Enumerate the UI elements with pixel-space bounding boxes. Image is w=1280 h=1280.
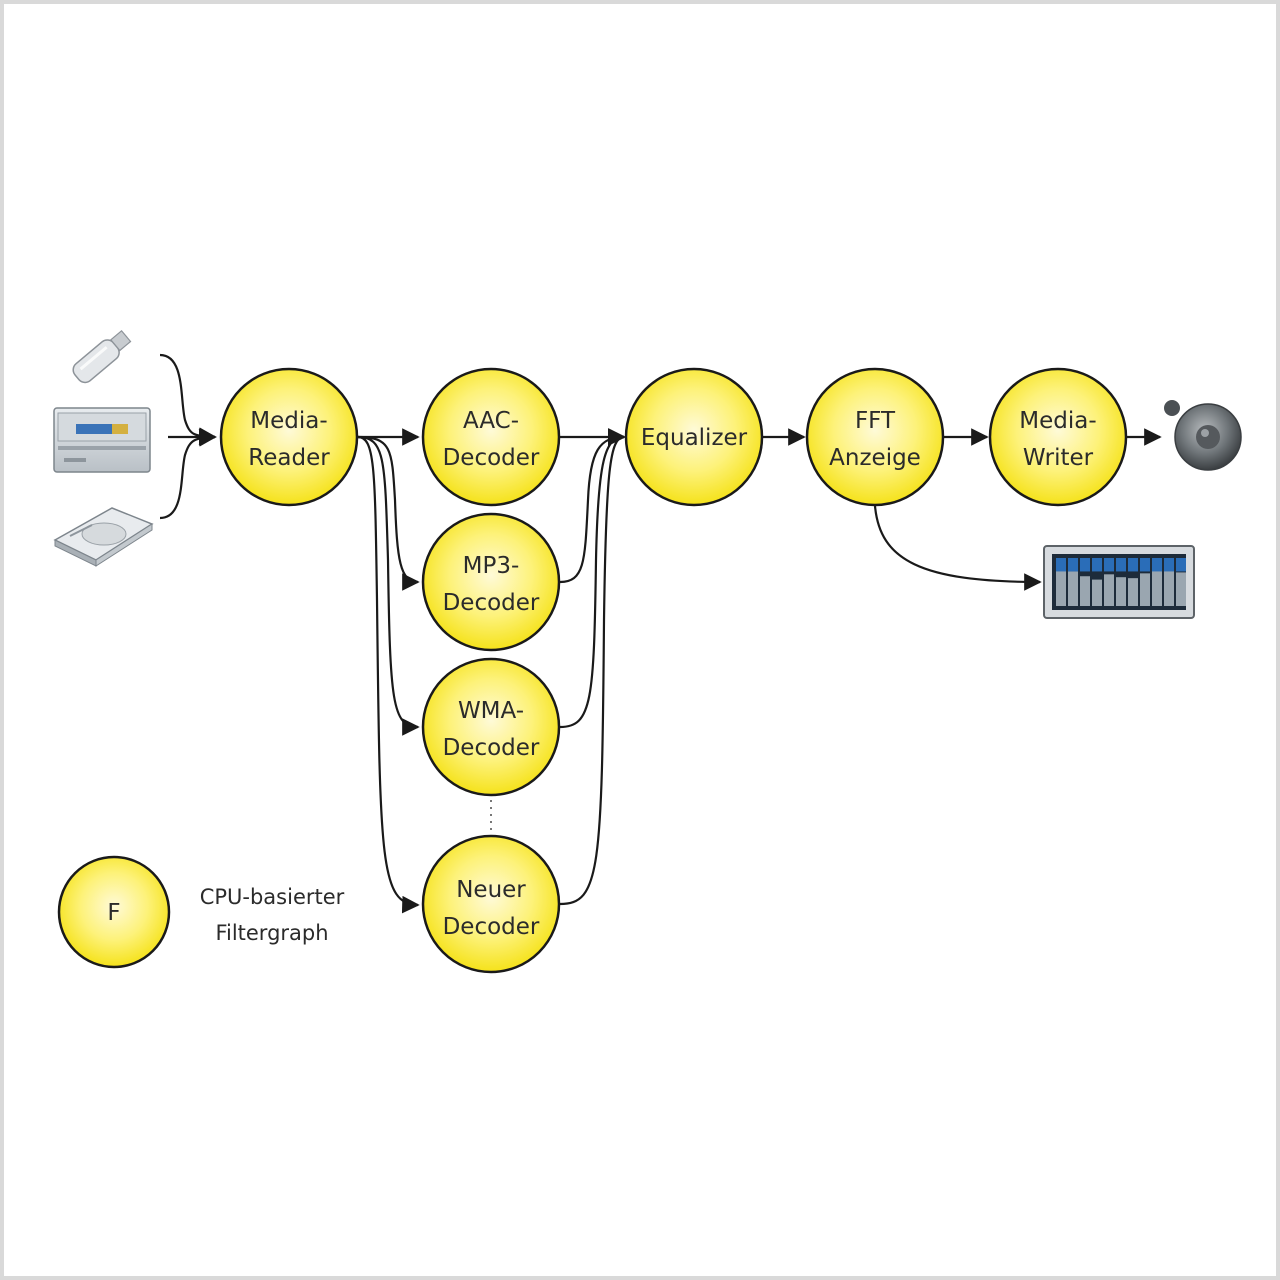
spectrum-bar	[1176, 572, 1186, 606]
node-media-reader-line2: Reader	[248, 445, 330, 471]
legend: F CPU-basierter Filtergraph	[57, 855, 345, 969]
spectrum-bar-peak	[1056, 558, 1066, 572]
spectrum-bar-peak	[1128, 558, 1138, 572]
spectrum-bar	[1128, 578, 1138, 606]
spectrum-bar	[1152, 570, 1162, 606]
spectrum-bar-peak	[1104, 558, 1114, 572]
spectrum-bar-peak	[1140, 558, 1150, 572]
edge-mp3-to-equalizer	[559, 428, 626, 584]
spectrum-bar	[1080, 576, 1090, 606]
node-aac-decoder: AAC- Decoder	[421, 367, 561, 507]
node-equalizer: Equalizer	[624, 367, 764, 507]
legend-symbol	[57, 855, 171, 969]
spectrum-bar-peak	[1164, 558, 1174, 572]
node-wma-decoder: WMA- Decoder	[421, 657, 561, 797]
node-mp3-decoder: MP3- Decoder	[421, 512, 561, 652]
node-fft-anzeige-line1: FFT	[855, 408, 896, 434]
spectrum-bar-peak	[1092, 558, 1102, 572]
spectrum-bar	[1140, 573, 1150, 606]
edge-usb-to-reader	[159, 353, 217, 445]
node-wma-decoder-line1: WMA-	[458, 698, 524, 724]
spectrum-bar-peak	[1116, 558, 1126, 572]
legend-symbol-label: F	[107, 900, 120, 926]
edge-disk-to-reader	[159, 429, 217, 520]
node-neuer-decoder-line2: Decoder	[443, 914, 540, 940]
node-aac-decoder-line1: AAC-	[463, 408, 519, 434]
legend-text-line1: CPU-basierter	[200, 885, 345, 909]
edge-wma-to-equalizer	[559, 428, 626, 729]
spectrum-bars	[1056, 558, 1186, 606]
spectrum-bar	[1116, 577, 1126, 606]
node-media-writer-line1: Media-	[1019, 408, 1096, 434]
edge-reader-to-neuer	[357, 435, 420, 914]
edges	[159, 353, 1162, 914]
node-mp3-decoder-line2: Decoder	[443, 590, 540, 616]
node-equalizer-label: Equalizer	[641, 425, 748, 451]
spectrum-bar	[1092, 579, 1102, 606]
speaker-icon	[1164, 400, 1242, 471]
spectrum-bar-peak	[1176, 558, 1186, 572]
spectrum-bar-peak	[1152, 558, 1162, 572]
usb-stick-icon	[72, 329, 132, 384]
spectrum-bar-peak	[1080, 558, 1090, 572]
node-media-reader-line1: Media-	[250, 408, 327, 434]
edge-reader-to-mp3	[357, 435, 420, 591]
node-fft-anzeige: FFT Anzeige	[805, 367, 945, 507]
node-media-writer-line2: Writer	[1023, 445, 1094, 471]
edge-fft-to-display	[873, 505, 1042, 591]
spectrum-display-icon	[1043, 545, 1195, 619]
node-wma-decoder-line2: Decoder	[443, 735, 540, 761]
spectrum-bar	[1056, 568, 1066, 606]
spectrum-bar	[1068, 571, 1078, 606]
edge-neuer-to-equalizer	[559, 428, 626, 906]
legend-text-line2: Filtergraph	[215, 921, 328, 945]
edge-reader-to-wma	[357, 435, 420, 736]
node-aac-decoder-line2: Decoder	[443, 445, 540, 471]
node-neuer-decoder: Neuer Decoder	[421, 834, 561, 974]
node-fft-anzeige-line2: Anzeige	[829, 445, 921, 471]
node-neuer-decoder-line1: Neuer	[456, 877, 526, 903]
node-media-writer: Media- Writer	[988, 367, 1128, 507]
node-mp3-decoder-line1: MP3-	[463, 553, 520, 579]
optical-drive-icon	[53, 407, 151, 473]
spectrum-bar	[1104, 574, 1114, 606]
node-media-reader: Media- Reader	[219, 367, 359, 507]
spectrum-bar-peak	[1068, 558, 1078, 572]
spectrum-bar	[1164, 566, 1174, 606]
hard-disk-icon	[53, 507, 154, 567]
